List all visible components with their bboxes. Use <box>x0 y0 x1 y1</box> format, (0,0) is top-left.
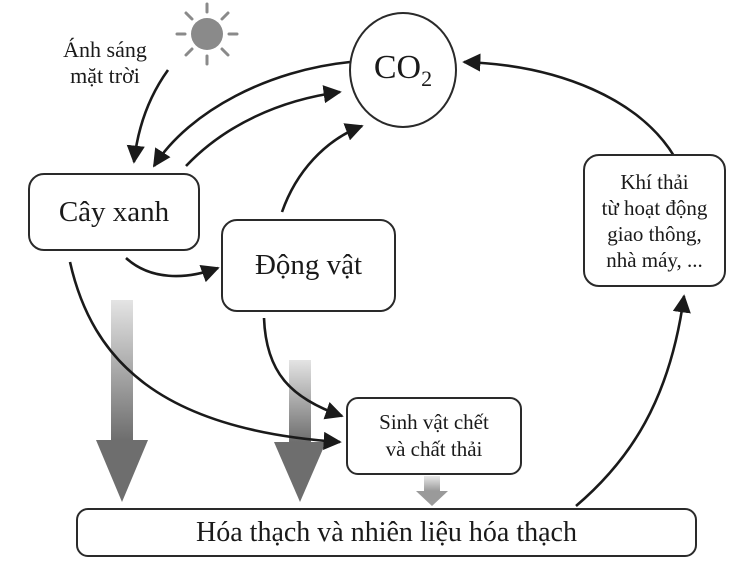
arrow-plants-to-animals <box>125 257 220 283</box>
emissions-line4: nhà máy, ... <box>606 247 703 272</box>
sun-caption-line1: Ánh sáng <box>63 37 147 62</box>
plants-node: Cây xanh <box>28 173 200 251</box>
flow-arrow-plants-to-fossil <box>96 300 148 502</box>
arrow-co2-to-plants <box>152 60 351 168</box>
dead-organisms-node: Sinh vật chết và chất thải <box>346 397 522 475</box>
arrow-sun-to-plants <box>126 69 170 164</box>
emissions-line2: từ hoạt động <box>601 195 708 220</box>
flow-arrow-dead-to-fossil <box>416 476 448 506</box>
animals-label: Động vật <box>254 249 363 281</box>
arrow-animals-to-co2 <box>280 123 364 213</box>
emissions-line1: Khí thải <box>620 169 689 194</box>
dead-line1: Sinh vật chết <box>379 410 489 434</box>
arrow-fossil-to-emissions <box>575 294 691 507</box>
fossil-node: Hóa thạch và nhiên liệu hóa thạch <box>76 508 697 557</box>
dead-line2: và chất thải <box>385 437 483 461</box>
arrow-plants-to-co2 <box>185 85 342 167</box>
emissions-line3: giao thông, <box>607 221 702 246</box>
arrow-animals-to-dead <box>262 317 344 420</box>
sun-caption: Ánh sáng mặt trời <box>42 37 168 89</box>
sun-caption-line2: mặt trời <box>70 63 140 88</box>
plants-label: Cây xanh <box>58 195 170 228</box>
co2-node: CO2 <box>349 12 457 128</box>
arrow-plants-to-dead <box>68 261 342 450</box>
co2-label: CO2 <box>373 48 433 91</box>
arrow-emissions-to-co2 <box>462 53 676 157</box>
emissions-node: Khí thải từ hoạt động giao thông, nhà má… <box>583 154 726 287</box>
sun-icon <box>175 2 239 66</box>
animals-node: Động vật <box>221 219 396 312</box>
fossil-label: Hóa thạch và nhiên liệu hóa thạch <box>196 516 577 548</box>
flow-arrow-animals-to-fossil <box>274 360 326 502</box>
